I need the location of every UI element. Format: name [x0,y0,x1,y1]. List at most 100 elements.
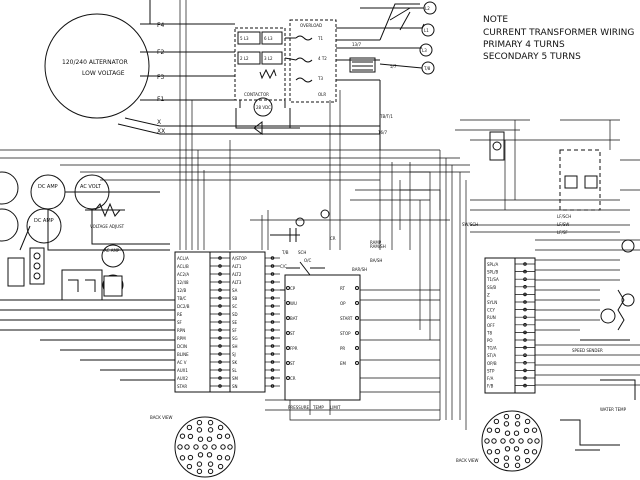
left-connector-pin-label: AC2/A [177,272,189,277]
right-connector: SPL/ASPL/BT1/SASS/BZSYLNCCYRUNOFFT8POTG/… [456,257,543,472]
controller-terminal [355,346,359,350]
left-components: AC AMP [0,244,175,381]
left-connector-face-pin [220,444,226,450]
right-connector-face-pin [524,457,531,464]
line-label-3: LF/SF [557,230,568,235]
center-connector-pin [270,296,275,300]
left-connector-pin-label: 12/B [177,288,186,293]
contactor-terminal-2: 3 L2 [264,56,273,61]
controller-terminal [286,301,290,305]
right-connector-face-pin [493,418,500,425]
overload-t2: T3 [317,76,323,81]
right-connector-pin [523,376,527,380]
right-connector-face-pin [491,438,497,444]
controller-terminal-label: FPR [290,346,298,351]
right-connector-pin-label: SYLN [487,300,497,305]
right-connector-face-pin [513,430,520,436]
center-connector-pin [270,376,275,380]
center-connector-pin-label: SF [232,328,238,333]
left-connector-pin-label: BLINE [177,352,189,357]
right-connector-pin [523,345,527,350]
left-connector-face-pin [186,463,193,470]
left-connector-pin [218,368,222,372]
left-connector-face-pin [196,468,203,475]
right-connector-pin-label: OP/B [487,361,497,366]
ac-amp-label: AC AMP [104,248,120,253]
controller-terminal-label: CR [290,376,296,381]
right-connector-face-pin [503,413,510,420]
right-connector-face-pin [504,430,511,436]
contactor-label: CONTACTOR [244,92,269,97]
controller-terminal [355,361,359,365]
left-connector-face-pin [207,427,214,433]
right-connector-face-pin [514,413,521,420]
controller-terminal [286,316,290,320]
left-connector-pin-label: RE [177,312,183,317]
right-connector-pin [523,292,527,297]
top-terminals: L2 L1 L3 T/8 13/7 5/7 16/7 TB/T/1 [336,1,437,150]
line-label-2: LF/SW [557,222,569,227]
center-connector-pin-label: SH [232,344,238,349]
left-connector-pin [218,384,222,388]
relay-pressure: PRESSURE [288,405,310,410]
center-connector-pin-label: SC [232,304,238,309]
contactor-terminal-4: 2 L2 [240,56,249,61]
right-connector-pin-label: PO [487,338,493,343]
overload-olr: OLR [318,92,326,97]
left-connector-pin [218,336,222,340]
left-connector-face-pin [216,454,223,461]
lead-xx: XX [157,128,165,135]
right-connector-face-pin [531,449,538,455]
center-connector-pin [270,288,275,292]
right-connector-face-pin [514,421,521,427]
supply-label: 28 VDC [256,105,271,110]
controller-terminal [355,331,359,335]
center-connector-pin-label: A/STOP [232,256,247,261]
overload-label: OVERLOAD [300,23,322,28]
left-back-view: BACK VIEW [150,415,173,420]
right-connector-pin [523,300,527,304]
lead-f3: F3 [157,74,164,81]
voltage-adjust-label: VOLTAGE ADJUST [90,224,125,229]
wire-5-7: 5/7 [390,64,397,69]
left-connector-pin-label: 12/48 [177,280,189,285]
right-connector-face-pin [514,462,521,469]
right-connector-face-pin [486,427,493,433]
contactor-terminal-3: 5 L3 [240,36,249,41]
right-connector-face-pin [503,462,510,469]
left-connector-face-pin [187,433,194,440]
controller-terminal-label: PR [340,346,345,351]
left-connector-pin-label: STAR [177,384,187,389]
left-connector-face [174,416,236,478]
right-connector-pin-label: T1/SA [486,277,499,282]
controller-terminal-label: OP [340,301,346,306]
controller-terminal-label: STOP [340,331,351,336]
controller-terminal [286,346,290,350]
right-back-view: BACK VIEW [456,458,479,463]
note-title: NOTE [483,15,508,25]
wire-bundles [0,0,640,430]
center-connector-pin [270,272,275,276]
terminal-l3-label: L3 [422,48,427,53]
right-connector-pin-label: STP [487,368,495,373]
center-connector-pin [270,264,275,268]
left-connector-face-pin [217,463,224,470]
left-connector-face-pin [206,452,213,458]
center-connector-pin-label: SJ [232,352,236,357]
center-connector-pin [270,312,275,316]
center-connector-pin [270,328,275,332]
left-connector-pin-label: ACL/A [177,256,189,261]
left-connector-pin-label: ACL/B [177,264,189,269]
relay-ram: RAMP [370,240,382,245]
left-connector-pin [218,320,222,324]
controller-terminal-label: START [340,316,353,321]
left-connector-pin [218,296,222,300]
right-connector-pin-label: F/B [487,384,494,389]
contactor: 6 L3 3 L2 5 L3 2 L2 CONTACTOR [234,27,286,101]
speed-sender-label: SPEED SENDER [572,348,603,353]
right-connector-pin-label: SPL/B [487,270,499,275]
note-line-3: SECONDARY 5 TURNS [483,52,581,62]
left-connector-face-pin [206,436,213,442]
right-connector-face-pin [509,438,515,444]
relay-ba-sh: BA/SH [370,258,382,263]
